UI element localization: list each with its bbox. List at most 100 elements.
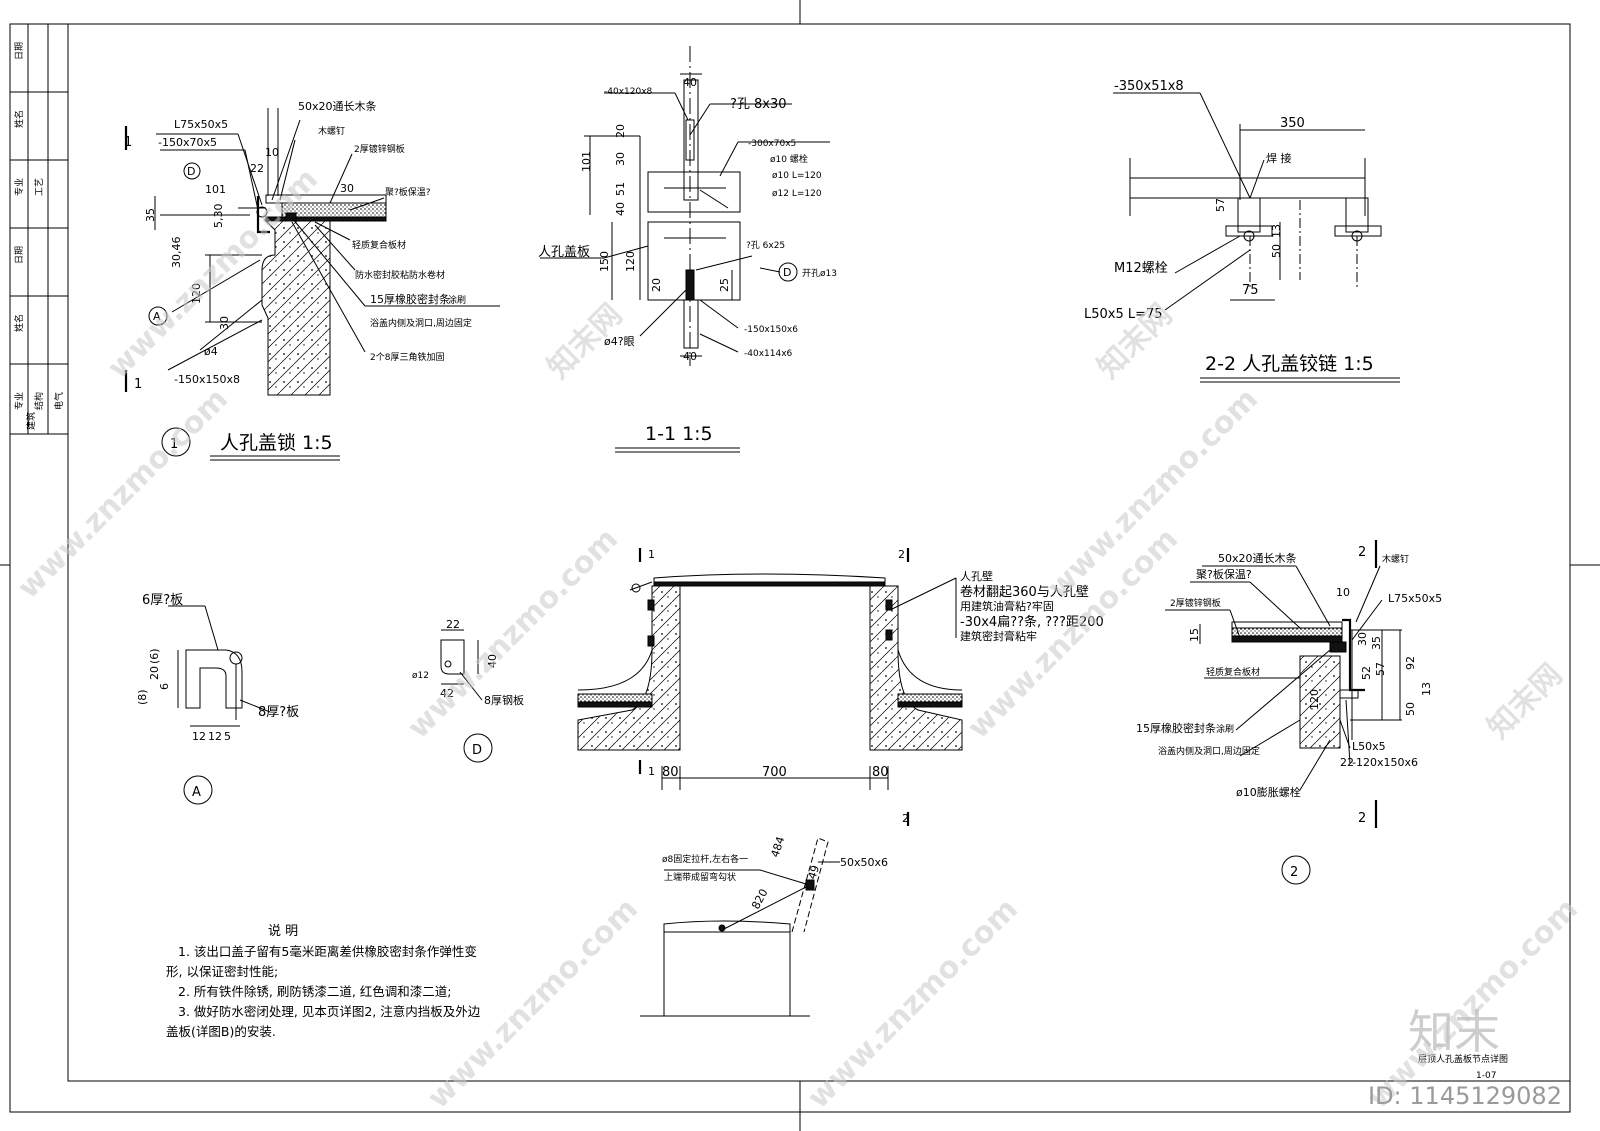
tb-row6a: 专业 <box>13 392 25 410</box>
mh-glue: 用建筑油膏粘?牢固 <box>960 599 1054 613</box>
notes-l5: 盖板(详图B)的安装. <box>166 1024 276 1039</box>
tb-row2: 姓名 <box>13 110 25 128</box>
d1-phi: ø4 <box>204 345 218 358</box>
d1-fix: 浴盖内侧及洞口,周边固定 <box>370 317 472 329</box>
dd-plate: 8厚钢板 <box>484 693 524 707</box>
d2-fix: 浴盖内侧及洞口,周边固定 <box>1158 745 1260 757</box>
tb-row6c: 结构 <box>33 392 45 410</box>
d1-tag-a: A <box>153 310 161 323</box>
da-dim-12b: 12 <box>208 730 222 743</box>
d1-insul: 聚?板保温? <box>385 186 431 198</box>
da-bottom: 8厚?板 <box>258 705 299 720</box>
s11-hole2: ?孔 6x25 <box>746 240 785 251</box>
op-dim-820: 820 <box>749 887 770 912</box>
hinge-dim-13: 13 <box>1270 224 1283 238</box>
d2-mark-bottom: 2 <box>1358 811 1366 826</box>
d1-dim-3046: 30,46 <box>170 237 183 269</box>
d2-board: 轻质复合板材 <box>1206 666 1260 678</box>
sheet-number: 1-07 <box>1476 1071 1496 1081</box>
da-dim-5: 5 <box>224 730 231 743</box>
da-dim-6: (6) <box>148 648 161 664</box>
s11-dim-150: 150 <box>598 251 611 272</box>
mh-mark-1: 1 <box>648 548 655 561</box>
d2-brush: 涂刷 <box>1216 723 1234 735</box>
d1-board: 轻质复合板材 <box>352 239 406 251</box>
op-hook: 上端带成留弯勾状 <box>664 871 736 883</box>
d1-plate-b: -150x150x8 <box>174 373 240 386</box>
manhole-section: 1 1 2 人孔壁 卷材翻起360与人孔壁 用建筑油膏粘? <box>577 548 1104 790</box>
s11-dim-20: 20 <box>614 124 627 138</box>
d2-dim-15: 15 <box>1188 628 1201 642</box>
d1-dim-30: 30 <box>340 182 354 195</box>
dd-dim-42: 42 <box>440 687 454 700</box>
detail-d: 22 40 42 ø12 8厚钢板 D <box>412 618 524 763</box>
d1-dim-120: 120 <box>190 283 203 304</box>
d2-dim-22: 22 <box>1340 756 1354 769</box>
d2-dim-92: 92 <box>1404 656 1417 670</box>
d1-dim-10: 10 <box>265 146 279 159</box>
d2-dim-50: 50 <box>1404 702 1417 716</box>
s11-title: 1-1 1:5 <box>645 423 713 445</box>
hinge-weld: 焊 接 <box>1266 151 1292 165</box>
s11-bolt: ø10 螺栓 <box>770 153 808 165</box>
dd-tag: D <box>472 743 482 758</box>
d2-dim-35: 35 <box>1370 636 1383 650</box>
notes-l2: 形, 以保证密封性能; <box>166 964 278 979</box>
sheet-name: 层顶人孔盖板节点详图 <box>1418 1053 1508 1065</box>
d2-dim-10: 10 <box>1336 586 1350 599</box>
da-dim-8: (8) <box>136 689 149 705</box>
s11-p2: -300x70x5 <box>748 139 796 149</box>
d2-dim-120: 120 <box>1308 689 1321 710</box>
wm-id: ID: 1145129082 <box>1368 1082 1562 1110</box>
s11-eye: ø4?眼 <box>604 335 635 348</box>
mh-seal: 建筑密封膏粘牢 <box>960 629 1037 643</box>
d2-dim-30: 30 <box>1356 632 1369 646</box>
s11-open: 开孔ø13 <box>802 268 837 279</box>
da-top: 6厚?板 <box>142 593 183 608</box>
notes-l1: 1. 该出口盖子留有5毫米距离差供橡胶密封条作弹性变 <box>178 944 477 959</box>
d1-dim-22: 22 <box>250 162 264 175</box>
d1-circle: 1 <box>170 437 178 452</box>
section-1-1: 40 -40x120x8 ?孔 8x30 -300x70x5 ø10 螺栓 ø1… <box>538 46 837 453</box>
tb-row5: 姓名 <box>13 314 25 332</box>
s11-dim-51: 51 <box>614 182 627 196</box>
wm-site-2: www.znzmo.com <box>11 382 235 606</box>
hinge-dim-75: 75 <box>1242 283 1259 298</box>
d1-dim-30b: 30 <box>218 316 231 330</box>
d1-brush: 涂刷 <box>448 294 466 306</box>
dd-dim-40: 40 <box>486 654 499 668</box>
s11-p1: -40x120x8 <box>604 87 653 97</box>
da-tag: A <box>192 785 201 800</box>
mh-flat: -30x4扁??条, ???距200 <box>960 614 1104 630</box>
d1-dim-530: 5,30 <box>212 204 225 229</box>
notes-heading: 说 明 <box>268 924 298 939</box>
s11-dim-30: 30 <box>614 152 627 166</box>
d1-dim-101: 101 <box>205 183 226 196</box>
d1-angle: L75x50x5 <box>174 118 228 131</box>
hinge-2-2: -350x51x8 350 焊 接 57 50 13 M12螺栓 75 L50x… <box>1084 79 1400 383</box>
tb-row3a: 专业 <box>13 178 25 196</box>
op-mark: 2 <box>902 812 909 825</box>
d1-plate-a: -150x70x5 <box>158 136 217 149</box>
d2-circle: 2 <box>1290 865 1298 880</box>
d1-section-mark: 1 <box>124 135 132 150</box>
mh-roll: 卷材翻起360与人孔壁 <box>960 584 1089 600</box>
notes-l3: 2. 所有铁件除锈, 刷防锈漆二道, 红色调和漆二道; <box>178 984 452 999</box>
tb-row1: 日期 <box>14 42 25 60</box>
d2-screw: 木螺钉 <box>1382 553 1409 565</box>
mh-wall: 人孔壁 <box>960 569 993 583</box>
s11-p4: -40x114x6 <box>744 349 793 359</box>
tb-row6b: 建筑 <box>25 412 37 430</box>
s11-p3: -150x150x6 <box>744 325 798 335</box>
svg-text:1: 1 <box>134 377 142 392</box>
wm-site-7: www.znzmo.com <box>801 892 1025 1116</box>
s11-dim-40: 40 <box>614 202 627 216</box>
s11-tag-d: D <box>783 266 791 279</box>
s11-dim-40b: 40 <box>683 350 697 363</box>
d2-wood: 50x20通长木条 <box>1218 551 1297 565</box>
sheet-title: 层顶人孔盖板节点详图 1-07 <box>1418 1053 1508 1081</box>
d2-seal: 15厚橡胶密封条 <box>1136 721 1216 735</box>
wm-site-3: www.znzmo.com <box>401 522 625 746</box>
